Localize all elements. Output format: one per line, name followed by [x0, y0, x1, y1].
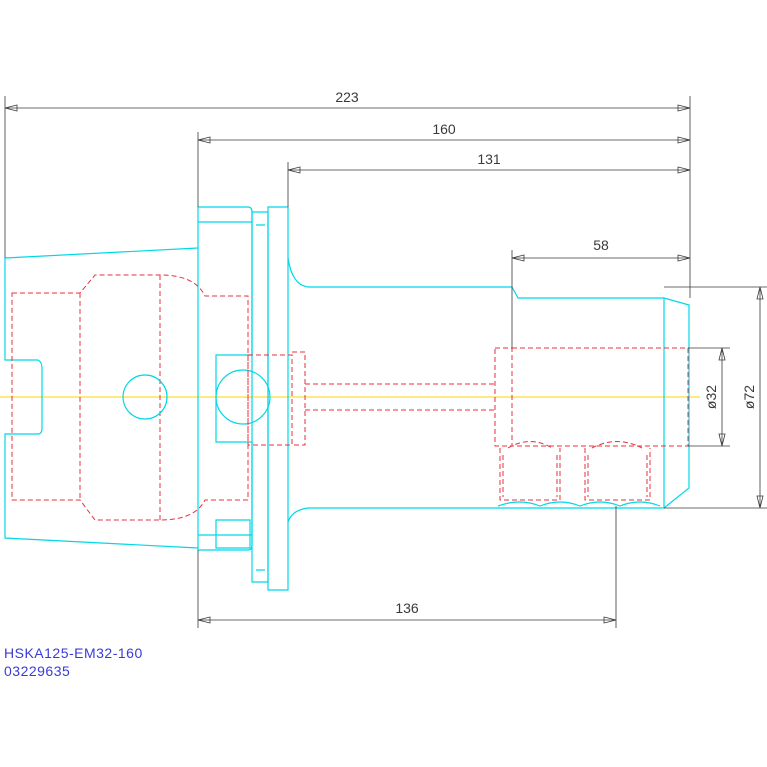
dim-bore-depth: 58: [593, 237, 609, 253]
dim-groove-to-end: 131: [477, 151, 501, 167]
holder-outline: [4, 206, 690, 591]
dimension-lines: [4, 96, 767, 628]
dim-outer-diameter: ø72: [741, 385, 757, 409]
hidden-lines: [11, 274, 689, 521]
dim-overall-length: 223: [335, 89, 359, 105]
part-number-label: 03229635: [4, 663, 71, 679]
dim-flange-to-end: 160: [432, 121, 456, 137]
dim-gauge-length: 136: [395, 600, 419, 616]
dim-bore-diameter: ø32: [703, 385, 719, 409]
model-label: HSKA125-EM32-160: [4, 645, 143, 661]
